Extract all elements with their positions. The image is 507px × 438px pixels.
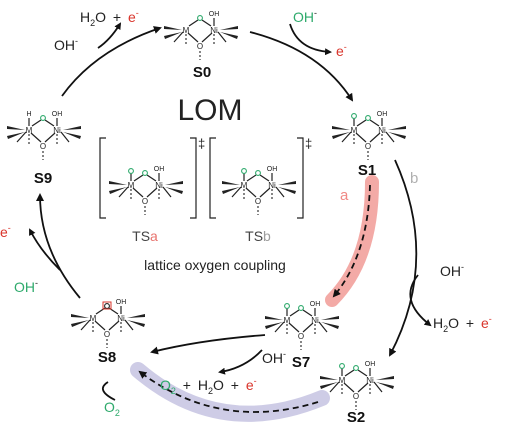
structure-s8: OM Ni OH [71,299,145,348]
bridge-o: O [353,392,359,401]
state-s0: S0 [193,64,211,81]
bridge-o: O [197,42,203,51]
bridge-o: O [255,197,261,206]
pathway-o2 [130,362,330,422]
structure-s7: OM Ni OH [265,301,339,350]
state-s7: S7 [292,354,310,371]
path-a-label: a [340,187,349,204]
ni-oh: OH [154,166,165,173]
h2o-e-right: H2O + e- [433,314,492,334]
oh-right: OH- [440,262,464,279]
structure-s0: OM Ni OH [164,11,238,60]
structure-s1: OM Ni OH [332,111,406,160]
atom-m: M [339,376,346,385]
arrow-s1-to-s2 [389,159,418,357]
ni-oh: OH [310,301,321,308]
oh-top-left: OH- [54,36,78,53]
atom-ni: Ni [366,376,374,385]
state-s9: S9 [34,170,52,187]
atom-ni: Ni [53,126,61,135]
bridge-o: O [298,332,304,341]
bridge-o: O [104,330,110,339]
m-h: H [26,111,31,118]
path-b-label: b [410,170,418,187]
ni-oh: OH [209,11,220,18]
arrow-s7-to-s8 [150,334,266,355]
ni-oh: OH [377,111,388,118]
o2-release: O2 [104,399,120,418]
oh-top-right: OH- [293,8,317,25]
lom-title: LOM [177,94,242,127]
cycle-arrows [36,26,418,357]
e-left: e- [0,223,11,240]
ts-a-dagger: ‡ [198,136,205,151]
ni-oh: OH [267,166,278,173]
arrow-s8-to-s9 [36,193,81,299]
lattice-oxygen-coupling-label: lattice oxygen coupling [144,257,286,273]
atom-ni: Ni [210,26,218,35]
structure-s9: OM Ni OH H [7,111,81,160]
atom-ni: Ni [268,181,276,190]
ts-b-label: TSb [245,228,271,244]
oh-left: OH- [14,278,38,295]
structure-tsb: OM Ni OH [222,166,296,215]
o2-h2o-e-bottom: O2 + H2O + e- [160,376,257,397]
atom-m: M [351,126,358,135]
side-arrows [29,22,432,375]
structure-tsa: OM Ni OH [109,166,183,215]
atom-m: M [284,316,291,325]
atom-m: M [241,181,248,190]
atom-m: M [90,314,97,323]
h2o-e-top-left: H2O + e- [80,8,139,28]
arrow-s9-to-s0 [61,26,162,97]
e-top-right: e- [336,42,347,59]
ts-a-bracket [99,137,197,219]
atom-ni: Ni [117,314,125,323]
ts-b-bracket [209,137,304,219]
bridge-o: O [142,197,148,206]
atom-ni: Ni [155,181,163,190]
structure-s2: OM Ni OH [320,361,394,410]
atom-m: M [128,181,135,190]
ni-oh: OH [52,111,63,118]
pathway-a [325,175,379,307]
state-s2: S2 [347,409,365,426]
atom-m: M [26,126,33,135]
state-s1: S1 [358,162,376,179]
bridge-o: O [365,142,371,151]
ts-a-label: TSa [132,228,158,244]
state-s8: S8 [98,349,116,366]
ts-b-dagger: ‡ [305,136,312,151]
ni-oh: OH [365,361,376,368]
atom-m: M [183,26,190,35]
arrow-s0-to-s1 [249,31,354,102]
atom-ni: Ni [311,316,319,325]
atom-ni: Ni [378,126,386,135]
bridge-o: O [40,142,46,151]
ni-oh: OH [116,299,127,306]
oh-bottom: OH- [262,349,286,366]
